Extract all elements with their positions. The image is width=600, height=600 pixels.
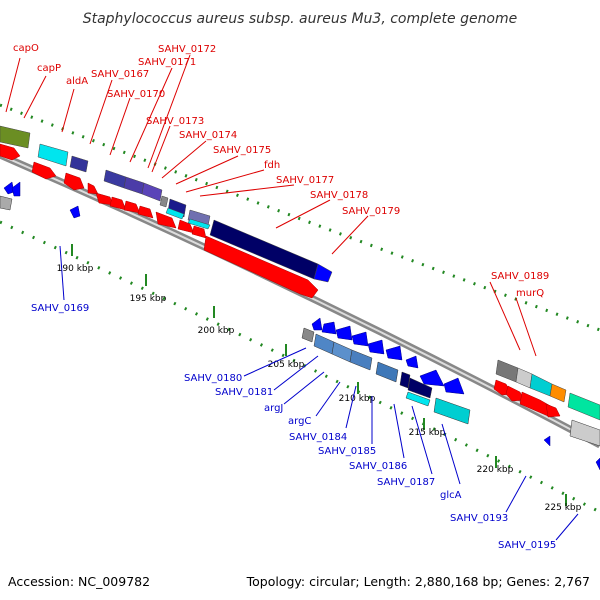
- label-SAHV_0169[interactable]: SAHV_0169: [31, 303, 89, 314]
- gene-box-rev-0181[interactable]: [313, 333, 335, 355]
- gene-box-rev-0187[interactable]: [433, 397, 471, 425]
- gene-box-rev-left[interactable]: [0, 195, 13, 211]
- label-SAHV_0171[interactable]: SAHV_0171: [138, 57, 196, 68]
- gene-box-fdh2[interactable]: [187, 218, 211, 230]
- cds-arrow-last[interactable]: [545, 403, 561, 418]
- reverse-gene-boxes: [0, 195, 600, 447]
- gene-box-capP[interactable]: [37, 143, 69, 167]
- dotted-tracks: [0, 103, 600, 514]
- genome-backbone: [0, 151, 600, 449]
- cds-arrow-0189b[interactable]: [505, 385, 525, 402]
- gene-box-rev-0180[interactable]: [301, 327, 315, 343]
- gene-box-capO[interactable]: [0, 125, 31, 149]
- label-SAHV_0173[interactable]: SAHV_0173: [146, 116, 204, 127]
- gene-box-rev-argC[interactable]: [349, 349, 373, 371]
- cds-arrow-rev-0186[interactable]: [405, 355, 419, 369]
- label-SAHV_0177[interactable]: SAHV_0177: [276, 175, 334, 186]
- reverse-cds-track: [3, 181, 600, 471]
- gene-box-aldA[interactable]: [69, 155, 89, 173]
- gene-box-0189a[interactable]: [495, 359, 519, 383]
- tick-225: 225 kbp: [545, 503, 582, 513]
- cds-arrow-aldA[interactable]: [63, 172, 85, 191]
- cds-arrow-rev-0185[interactable]: [385, 345, 403, 361]
- gene-box-0167[interactable]: [103, 169, 127, 189]
- label-SAHV_0184[interactable]: SAHV_0184: [289, 432, 347, 443]
- label-murQ[interactable]: murQ: [516, 288, 544, 299]
- tick-195: 195 kbp: [130, 294, 167, 304]
- forward-gene-boxes: [0, 125, 600, 421]
- label-SAHV_0195[interactable]: SAHV_0195: [498, 540, 556, 551]
- label-SAHV_0189[interactable]: SAHV_0189: [491, 271, 549, 282]
- gene-box-rev-0184[interactable]: [375, 361, 399, 383]
- outer-dot-track: [0, 103, 600, 332]
- label-SAHV_0179[interactable]: SAHV_0179: [342, 206, 400, 217]
- gene-box-0178-tip[interactable]: [313, 263, 333, 283]
- label-SAHV_0181[interactable]: SAHV_0181: [215, 387, 273, 398]
- gene-box-murQ[interactable]: [529, 373, 553, 397]
- label-SAHV_0178[interactable]: SAHV_0178: [310, 190, 368, 201]
- label-SAHV_0185[interactable]: SAHV_0185: [318, 446, 376, 457]
- tick-190: 190 kbp: [57, 264, 94, 274]
- cds-arrow-rev-0184[interactable]: [367, 339, 385, 355]
- label-argJ[interactable]: argJ: [264, 403, 283, 414]
- gene-box-0170[interactable]: [123, 176, 145, 195]
- label-aldA[interactable]: aldA: [66, 76, 88, 87]
- cds-arrow-rev-argC[interactable]: [351, 331, 369, 347]
- cds-arrow-rev-0193[interactable]: [543, 435, 551, 447]
- label-SAHV_0174[interactable]: SAHV_0174: [179, 130, 237, 141]
- label-SAHV_0186[interactable]: SAHV_0186: [349, 461, 407, 472]
- gene-box-rev-argJ[interactable]: [331, 341, 353, 363]
- forward-cds-track: [0, 143, 561, 418]
- label-SAHV_0172[interactable]: SAHV_0172: [158, 44, 216, 55]
- gene-box-0175a[interactable]: [165, 207, 185, 220]
- cds-arrow-rev-left2[interactable]: [11, 181, 21, 197]
- cds-arrow-capP[interactable]: [31, 161, 57, 180]
- label-glcA[interactable]: glcA: [440, 490, 462, 501]
- gene-box-orange[interactable]: [549, 383, 567, 403]
- gene-box-rev-teal[interactable]: [569, 419, 600, 447]
- cds-arrow-rev-glcA[interactable]: [443, 377, 465, 395]
- gene-box-teal-end[interactable]: [567, 392, 600, 421]
- genome-summary-text: Topology: circular; Length: 2,880,168 bp…: [246, 574, 590, 589]
- label-capO[interactable]: capO: [13, 43, 39, 54]
- label-SAHV_0187[interactable]: SAHV_0187: [377, 477, 435, 488]
- tick-205: 205 kbp: [268, 360, 305, 370]
- accession-text: Accession: NC_009782: [8, 574, 150, 589]
- gene-box-rev-0185[interactable]: [399, 371, 411, 389]
- cds-arrow-0172[interactable]: [137, 205, 154, 219]
- cds-arrow-rev-0180[interactable]: [311, 317, 323, 331]
- label-fdh[interactable]: fdh: [264, 160, 280, 171]
- reverse-labels: SAHV_0169 SAHV_0180 SAHV_0181 argJ argC …: [31, 245, 579, 551]
- cds-arrow-rev-0169[interactable]: [69, 205, 81, 219]
- cds-arrow-capO[interactable]: [0, 143, 21, 161]
- tick-210: 210 kbp: [339, 394, 376, 404]
- cds-arrow-rev-0195[interactable]: [595, 457, 600, 471]
- cds-arrow-0179[interactable]: [203, 235, 319, 299]
- cds-arrow-rev-0187[interactable]: [419, 369, 445, 387]
- cds-arrow-0173[interactable]: [155, 211, 177, 229]
- tick-200: 200 kbp: [198, 326, 235, 336]
- cds-arrow-rev-0181[interactable]: [321, 321, 337, 335]
- forward-labels: capO capP aldA SAHV_0167 SAHV_0170 SAHV_…: [5, 43, 549, 357]
- label-SAHV_0180[interactable]: SAHV_0180: [184, 373, 242, 384]
- gene-box-0171[interactable]: [141, 182, 163, 202]
- label-SAHV_0175[interactable]: SAHV_0175: [213, 145, 271, 156]
- map-title: Staphylococcus aureus subsp. aureus Mu3,…: [83, 11, 518, 27]
- label-capP[interactable]: capP: [37, 63, 61, 74]
- gene-box-0189b[interactable]: [515, 367, 533, 389]
- label-argC[interactable]: argC: [288, 416, 311, 427]
- cds-arrow-rev-argJ[interactable]: [335, 325, 353, 341]
- gene-box-rev-0186b[interactable]: [405, 391, 431, 407]
- gene-box-0173[interactable]: [159, 195, 169, 208]
- label-SAHV_0167[interactable]: SAHV_0167: [91, 69, 149, 80]
- gene-box-rev-0186[interactable]: [407, 377, 433, 399]
- cds-arrow-small1[interactable]: [87, 182, 99, 195]
- kbp-ticks: 190 kbp 195 kbp 200 kbp 205 kbp 210 kbp …: [57, 244, 582, 513]
- label-SAHV_0170[interactable]: SAHV_0170: [107, 89, 165, 100]
- label-SAHV_0193[interactable]: SAHV_0193: [450, 513, 508, 524]
- tick-220: 220 kbp: [477, 465, 514, 475]
- tick-215: 215 kbp: [409, 428, 446, 438]
